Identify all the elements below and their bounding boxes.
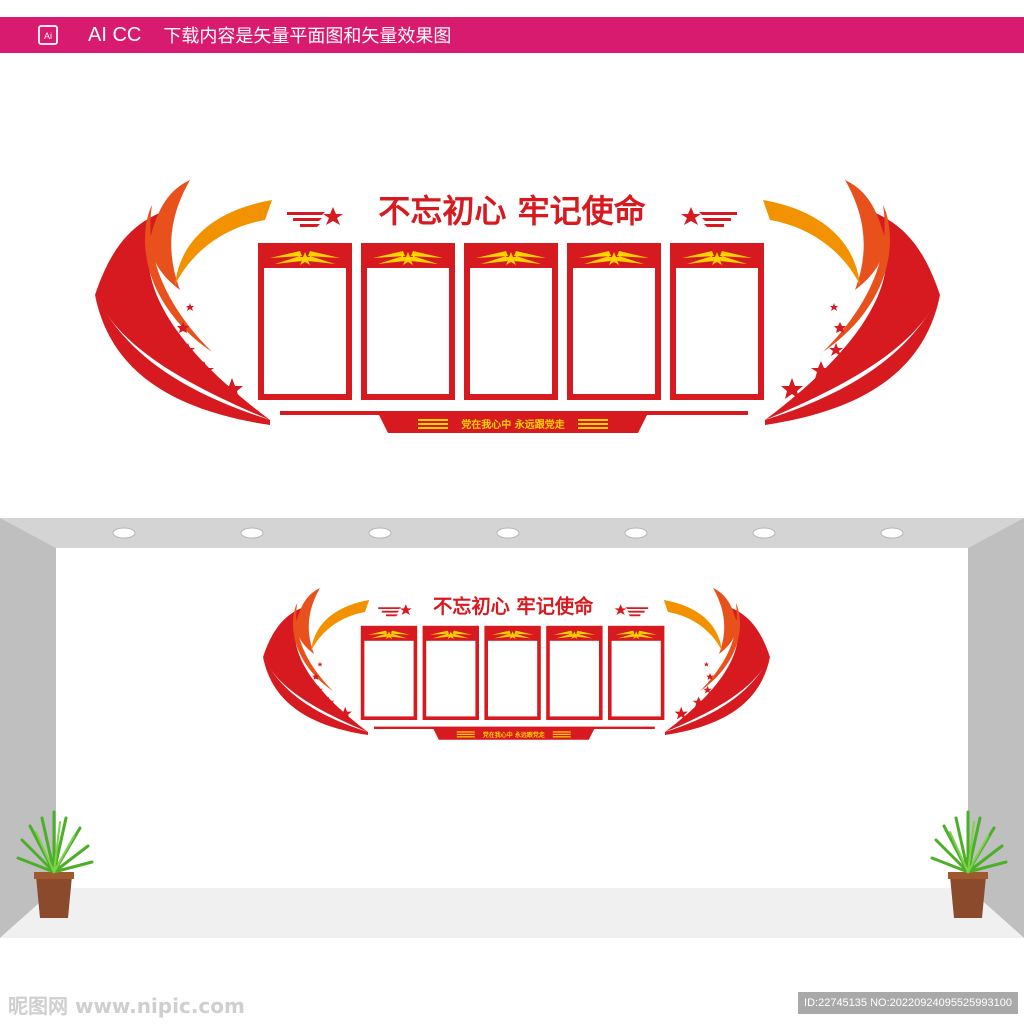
format-label: AI CC <box>88 23 142 46</box>
wall-mockup: 不忘初心 牢记使命 党在我心中 永远跟党走 <box>263 588 770 740</box>
ceiling-lights <box>112 527 904 539</box>
room-scene: 不忘初心 牢记使命 党在我心中 永远跟党走 <box>0 518 1024 938</box>
mockup-slogan: 党在我心中 永远跟党走 <box>483 731 545 739</box>
base-slogan: 党在我心中 永远跟党走 <box>461 418 565 431</box>
main-title: 不忘初心 牢记使命 <box>378 192 646 230</box>
watermark-logo: 昵图网 www.nipic.com <box>8 994 245 1018</box>
watermark-id: ID:22745135 NO:20220924095525993100 <box>798 992 1018 1014</box>
right-potted-plant <box>930 810 1008 918</box>
mockup-title: 不忘初心 牢记使命 <box>433 595 594 618</box>
svg-text:Ai: Ai <box>44 31 52 41</box>
description-label: 下载内容是矢量平面图和矢量效果图 <box>163 26 452 47</box>
ai-file-icon: Ai <box>38 25 58 45</box>
left-potted-plant <box>16 810 94 918</box>
flat-design: 不忘初心 牢记使命 党在我心中 永远跟党走 <box>95 180 940 433</box>
header-bar: Ai AI CC 下载内容是矢量平面图和矢量效果图 <box>0 17 1024 53</box>
